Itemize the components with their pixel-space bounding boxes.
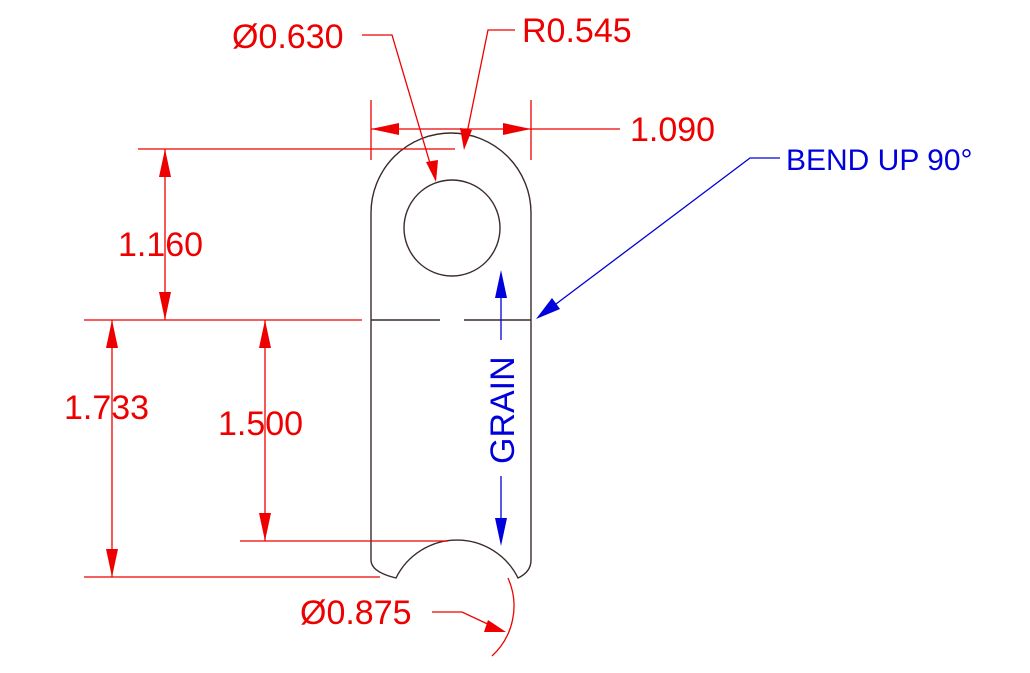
hole-diameter-label: Ø0.630 <box>232 18 344 56</box>
part-outline <box>370 132 532 579</box>
hole-to-bend-dimension: 1.160 <box>118 148 455 320</box>
bend-to-bottom-outer-label: 1.733 <box>64 389 149 427</box>
notch-diameter-dimension: Ø0.875 <box>300 577 515 657</box>
notch-diameter-label: Ø0.875 <box>300 594 412 632</box>
width-label: 1.090 <box>630 111 715 149</box>
part-profile <box>370 132 532 579</box>
top-radius-dimension: R0.545 <box>460 12 632 150</box>
bend-to-bottom-outer-dimension: 1.733 <box>64 320 380 578</box>
hole-diameter-dimension: Ø0.630 <box>232 18 438 182</box>
bend-note: BEND UP 90° <box>536 144 973 319</box>
mounting-hole <box>403 179 501 277</box>
top-radius-label: R0.545 <box>522 12 632 50</box>
bend-to-bottom-inner-label: 1.500 <box>218 405 303 443</box>
width-dimension: 1.090 <box>370 100 715 160</box>
bend-note-label: BEND UP 90° <box>786 144 973 177</box>
grain-indicator: GRAIN <box>484 270 522 546</box>
grain-label: GRAIN <box>484 356 522 464</box>
hole-to-bend-label: 1.160 <box>118 226 203 264</box>
bend-to-bottom-inner-dimension: 1.500 <box>218 320 448 542</box>
